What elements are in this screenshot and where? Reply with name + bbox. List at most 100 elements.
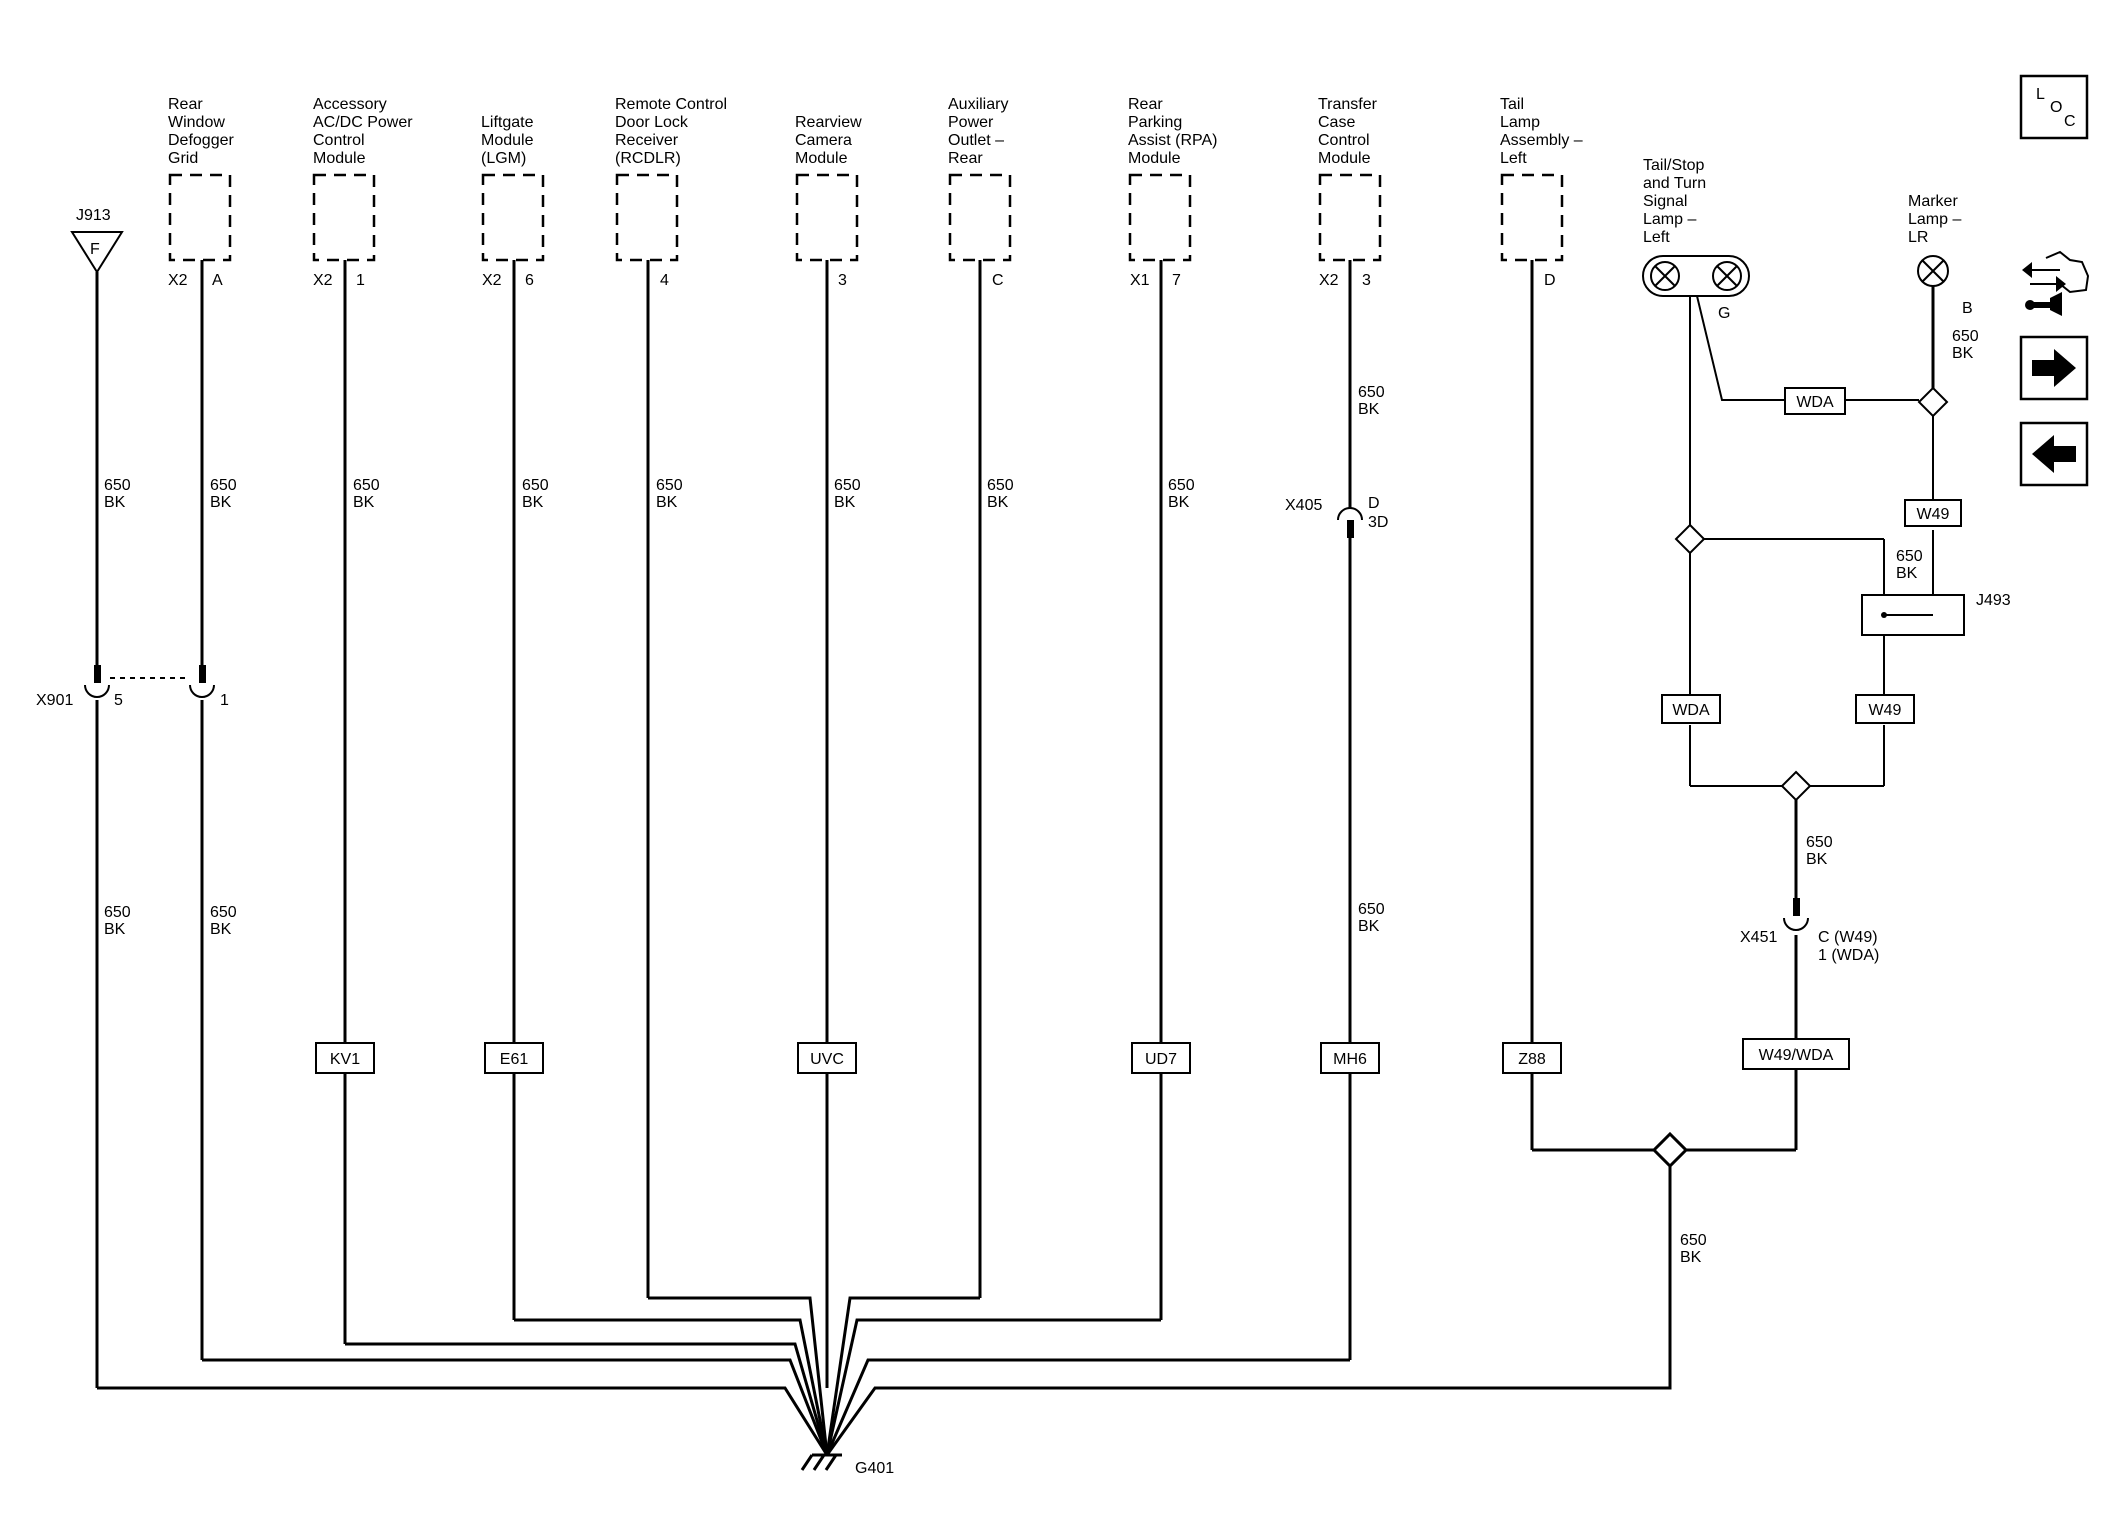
svg-text:X451: X451 — [1740, 929, 1777, 946]
svg-text:650: 650 — [1168, 477, 1195, 494]
svg-text:7: 7 — [1172, 272, 1181, 289]
module-box-tail-lamp-assembly — [1500, 173, 1564, 262]
svg-text:650: 650 — [1358, 901, 1385, 918]
svg-text:X2: X2 — [313, 272, 333, 289]
module-box-rcdlr — [615, 173, 679, 262]
svg-text:BK: BK — [1896, 565, 1918, 582]
svg-text:BK: BK — [1358, 918, 1380, 935]
option-box-wda-top: WDA — [1784, 387, 1846, 415]
svg-text:650: 650 — [210, 904, 237, 921]
svg-text:4: 4 — [660, 272, 669, 289]
svg-text:Left: Left — [1500, 150, 1527, 167]
svg-text:Rear: Rear — [948, 150, 983, 167]
module-box-transfer-case-module — [1318, 173, 1382, 262]
label-transfer-case-control-module: Transfer Case Control Module — [1318, 96, 1378, 167]
svg-text:Liftgate: Liftgate — [481, 114, 534, 131]
label-auxiliary-power-outlet-rear: Auxiliary Power Outlet – Rear — [948, 96, 1008, 167]
option-box-e61: E61 — [484, 1042, 544, 1074]
tail-stop-turn-lamp — [1642, 255, 1750, 297]
svg-text:C (W49): C (W49) — [1818, 929, 1878, 946]
svg-text:BK: BK — [353, 494, 375, 511]
label-accessory-power-control-module: Accessory AC/DC Power Control Module — [313, 96, 413, 167]
svg-text:650: 650 — [104, 477, 131, 494]
next-page-button[interactable] — [2019, 335, 2089, 401]
module-box-accessory-power-module — [312, 173, 376, 262]
svg-text:BK: BK — [104, 921, 126, 938]
svg-text:6: 6 — [525, 272, 534, 289]
svg-text:BK: BK — [834, 494, 856, 511]
svg-text:MH6: MH6 — [1333, 1051, 1367, 1068]
svg-text:3D: 3D — [1368, 514, 1388, 531]
svg-text:Remote Control: Remote Control — [615, 96, 727, 113]
svg-text:Case: Case — [1318, 114, 1355, 131]
svg-text:X901: X901 — [36, 692, 73, 709]
svg-text:Rear: Rear — [168, 96, 203, 113]
svg-text:X405: X405 — [1285, 497, 1322, 514]
svg-text:L: L — [2036, 86, 2045, 103]
svg-text:BK: BK — [987, 494, 1009, 511]
svg-text:Window: Window — [168, 114, 225, 131]
x405-connector: X405 D 3D — [1285, 495, 1388, 538]
svg-text:J493: J493 — [1976, 592, 2011, 609]
svg-text:BK: BK — [210, 494, 232, 511]
svg-text:650: 650 — [522, 477, 549, 494]
label-marker-lamp-lr: Marker Lamp – LR — [1908, 193, 1961, 246]
svg-text:650: 650 — [1358, 384, 1385, 401]
j493-splice-pack: J493 — [1861, 592, 2011, 636]
svg-text:650: 650 — [1952, 328, 1979, 345]
arrow-right-icon — [2032, 349, 2076, 387]
x451-connector: X451 C (W49) 1 (WDA) — [1740, 898, 1879, 964]
label-tail-lamp-assembly-left: Tail Lamp Assembly – Left — [1500, 96, 1583, 167]
svg-text:1: 1 — [356, 272, 365, 289]
svg-text:Auxiliary: Auxiliary — [948, 96, 1008, 113]
ground-bundle — [97, 1150, 1672, 1456]
connector-end-view-icon[interactable] — [2022, 250, 2090, 316]
svg-text:Lamp –: Lamp – — [1643, 211, 1696, 228]
svg-text:BK: BK — [656, 494, 678, 511]
label-liftgate-module: Liftgate Module (LGM) — [481, 114, 534, 167]
svg-text:C: C — [992, 272, 1004, 289]
svg-text:Defogger: Defogger — [168, 132, 234, 149]
svg-text:J913: J913 — [76, 207, 111, 224]
svg-text:F: F — [90, 241, 100, 258]
svg-text:650: 650 — [987, 477, 1014, 494]
svg-text:Module: Module — [313, 150, 366, 167]
svg-text:X1: X1 — [1130, 272, 1150, 289]
option-box-uvc: UVC — [797, 1042, 857, 1074]
label-rearview-camera-module: Rearview Camera Module — [795, 114, 862, 167]
previous-page-button[interactable] — [2019, 421, 2089, 487]
svg-text:BK: BK — [1358, 401, 1380, 418]
svg-text:650: 650 — [1896, 548, 1923, 565]
svg-text:3: 3 — [1362, 272, 1371, 289]
option-box-wda-left: WDA — [1661, 694, 1721, 724]
svg-text:Rearview: Rearview — [795, 114, 862, 131]
svg-text:Outlet –: Outlet – — [948, 132, 1004, 149]
svg-text:E61: E61 — [500, 1051, 529, 1068]
svg-text:1 (WDA): 1 (WDA) — [1818, 947, 1879, 964]
svg-text:X2: X2 — [1319, 272, 1339, 289]
svg-text:B: B — [1962, 300, 1973, 317]
label-remote-control-door-lock-receiver: Remote Control Door Lock Receiver (RCDLR… — [615, 96, 727, 167]
svg-text:A: A — [212, 272, 223, 289]
svg-text:BK: BK — [1806, 851, 1828, 868]
svg-text:Door Lock: Door Lock — [615, 114, 689, 131]
svg-text:Grid: Grid — [168, 150, 198, 167]
svg-text:Camera: Camera — [795, 132, 852, 149]
svg-text:BK: BK — [1952, 345, 1974, 362]
option-box-w49-wda: W49/WDA — [1742, 1038, 1850, 1070]
svg-text:X2: X2 — [482, 272, 502, 289]
svg-text:Signal: Signal — [1643, 193, 1687, 210]
svg-text:Control: Control — [1318, 132, 1370, 149]
svg-text:650: 650 — [104, 904, 131, 921]
svg-text:Lamp: Lamp — [1500, 114, 1540, 131]
svg-text:LR: LR — [1908, 229, 1928, 246]
svg-text:Module: Module — [795, 150, 848, 167]
option-box-w49-right: W49 — [1855, 694, 1915, 724]
svg-text:Assist (RPA): Assist (RPA) — [1128, 132, 1217, 149]
svg-text:G: G — [1718, 305, 1730, 322]
svg-text:UD7: UD7 — [1145, 1051, 1177, 1068]
loc-button[interactable]: L O C — [2019, 74, 2089, 140]
svg-text:Receiver: Receiver — [615, 132, 679, 149]
option-box-kv1: KV1 — [315, 1042, 375, 1074]
